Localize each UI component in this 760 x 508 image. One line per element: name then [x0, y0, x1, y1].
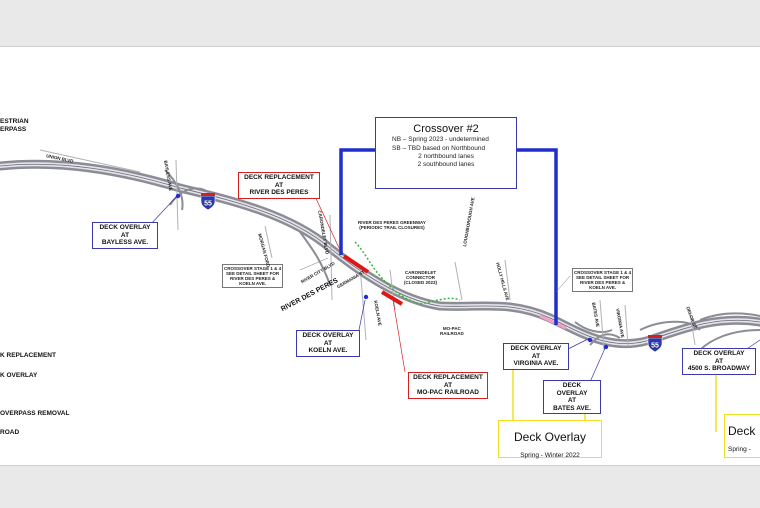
leader-lines [312, 191, 406, 373]
deck-replacement-segment-rdp [342, 254, 370, 274]
interstate-55-shield: 55 [647, 335, 663, 352]
bridge-markers [175, 193, 609, 350]
crossover-line2: 2 southbound lanes [417, 161, 475, 168]
crossover-line1: 2 northbound lanes [418, 153, 474, 160]
shield-number: 55 [204, 201, 212, 208]
legend-item-overpass-removal: OVERPASS REMOVAL [0, 410, 70, 417]
carondelet-connector-note: CARONDELET CONNECTOR (CLOSED 2023) [404, 270, 438, 285]
crossover-stage-right-note: CROSSOVER STAGE 1 & 4 SEE DETAIL SHEET F… [572, 268, 634, 292]
interstate-55-shield: 55 [200, 193, 216, 210]
map-frame [0, 46, 760, 466]
schedule-box-deck-overlay: Deck Overlay Spring - Winter 2022 [498, 420, 602, 459]
pedestrian-overpass-label: ESTRIAN ERPASS [0, 118, 29, 133]
deck-replacement-segment-mopac [380, 290, 404, 306]
pink-segment [539, 314, 567, 330]
legend-item-deck-overlay: K OVERLAY [0, 372, 38, 379]
schedule-subtitle: Spring - Winter 2022 [520, 452, 580, 459]
leader-lines-gray [299, 257, 571, 293]
crossover-stage-left-note: CROSSOVER STAGE 1 & 4 SEE DETAIL SHEET F… [222, 264, 284, 288]
mopac-railroad-note: MO-PAC RAILROAD [440, 326, 464, 336]
schedule-box-deck-partial: Deck Spring - [724, 414, 760, 458]
greenway-note: RIVER DES PERES GREENWAY (PERIODIC TRAIL… [358, 220, 426, 230]
deck-overlay-bates-box: DECK OVERLAY AT BATES AVE. [543, 380, 601, 414]
schedule-subtitle: Spring - [728, 446, 751, 453]
crossover-title: Crossover #2 [413, 123, 479, 135]
legend-item-road: ROAD [0, 429, 20, 436]
crossover-route [339, 148, 558, 325]
deck-overlay-bayless-box: DECK OVERLAY AT BAYLESS AVE. [92, 222, 158, 249]
leader-lines-blue [149, 194, 760, 383]
greenway-trail [354, 241, 461, 305]
deck-replacement-mopac-box: DECK REPLACEMENT AT MO-PAC RAILROAD [408, 372, 488, 399]
shield-number: 55 [651, 343, 659, 350]
deck-overlay-koeln-box: DECK OVERLAY AT KOELN AVE. [296, 330, 360, 357]
legend-item-deck-replacement: K REPLACEMENT [0, 352, 56, 359]
deck-overlay-virginia-box: DECK OVERLAY AT VIRGINIA AVE. [503, 343, 569, 370]
deck-overlay-broadway-box: DECK OVERLAY AT 4500 S. BROADWAY [682, 348, 756, 375]
crossover-sb: SB – TBD based on Northbound [392, 145, 486, 152]
schedule-title: Deck [728, 423, 756, 438]
schedule-title: Deck Overlay [513, 429, 587, 444]
cross-streets [39, 149, 696, 351]
deck-replacement-rdp-box: DECK REPLACEMENT AT RIVER DES PERES [238, 172, 320, 199]
crossover-nb: NB – Spring 2023 - undetermined [392, 136, 489, 143]
crossover-box: Crossover #2 NB – Spring 2023 - undeterm… [375, 117, 517, 189]
